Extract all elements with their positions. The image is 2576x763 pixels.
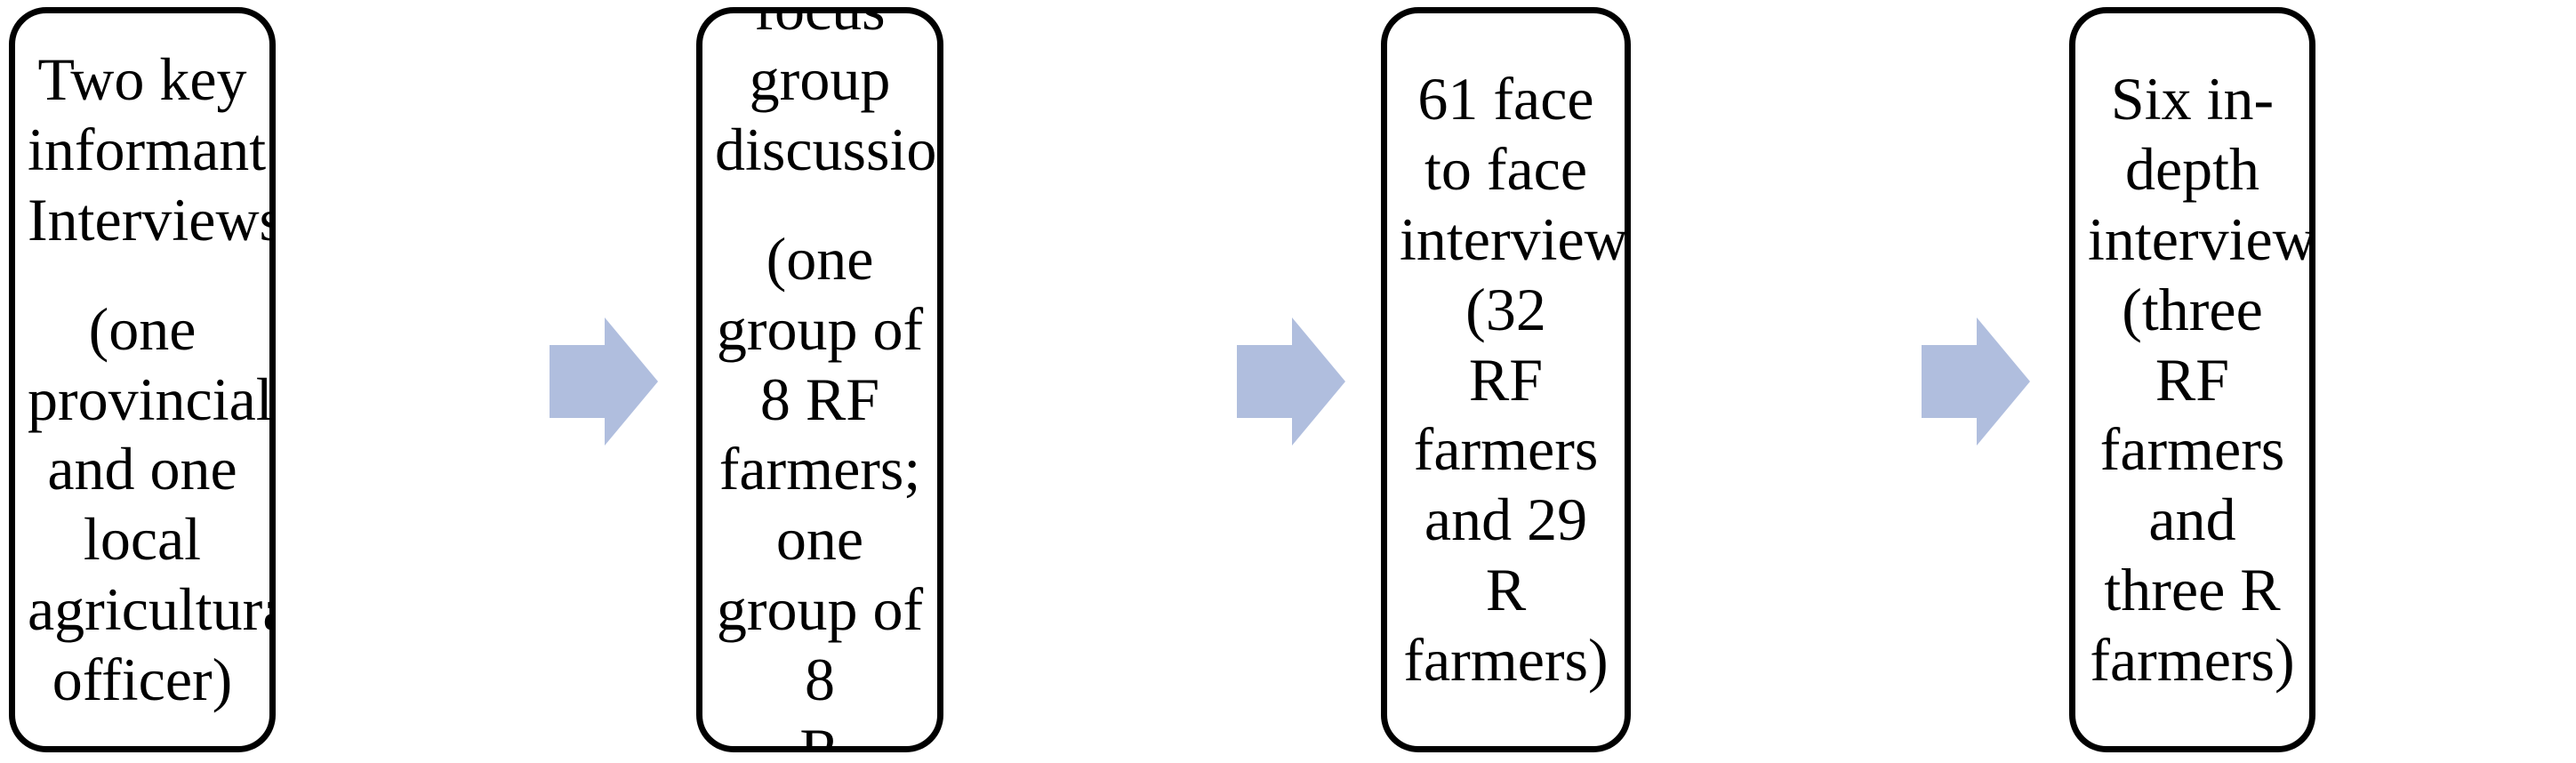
flowchart-node-2-heading: Two focus group discussions: [715, 7, 937, 183]
flowchart-node-1[interactable]: Two key informant Interviews (one provin…: [9, 7, 276, 752]
flowchart-arrow-right-icon-2: [1237, 317, 1345, 446]
flowchart-node-4-heading: Six in-depth interviews (three RF farmer…: [2088, 65, 2315, 695]
flowchart-node-1-heading: Two key informant Interviews: [28, 45, 276, 253]
flowchart-node-2-detail: (one group of 8 RF farmers; one group of…: [716, 224, 924, 752]
flowchart-arrow-right-icon-1: [550, 317, 658, 446]
flowchart-node-2[interactable]: Two focus group discussions (one group o…: [696, 7, 943, 752]
flowchart-node-3-heading: 61 face to face interviews (32 RF farmer…: [1400, 65, 1631, 695]
flowchart-arrow-right-icon-3: [1922, 317, 2030, 446]
flowchart-node-1-detail: (one provincial and one local agricultur…: [28, 294, 273, 714]
flowchart-node-4[interactable]: Six in-depth interviews (three RF farmer…: [2069, 7, 2315, 752]
flowchart-node-3[interactable]: 61 face to face interviews (32 RF farmer…: [1381, 7, 1631, 752]
